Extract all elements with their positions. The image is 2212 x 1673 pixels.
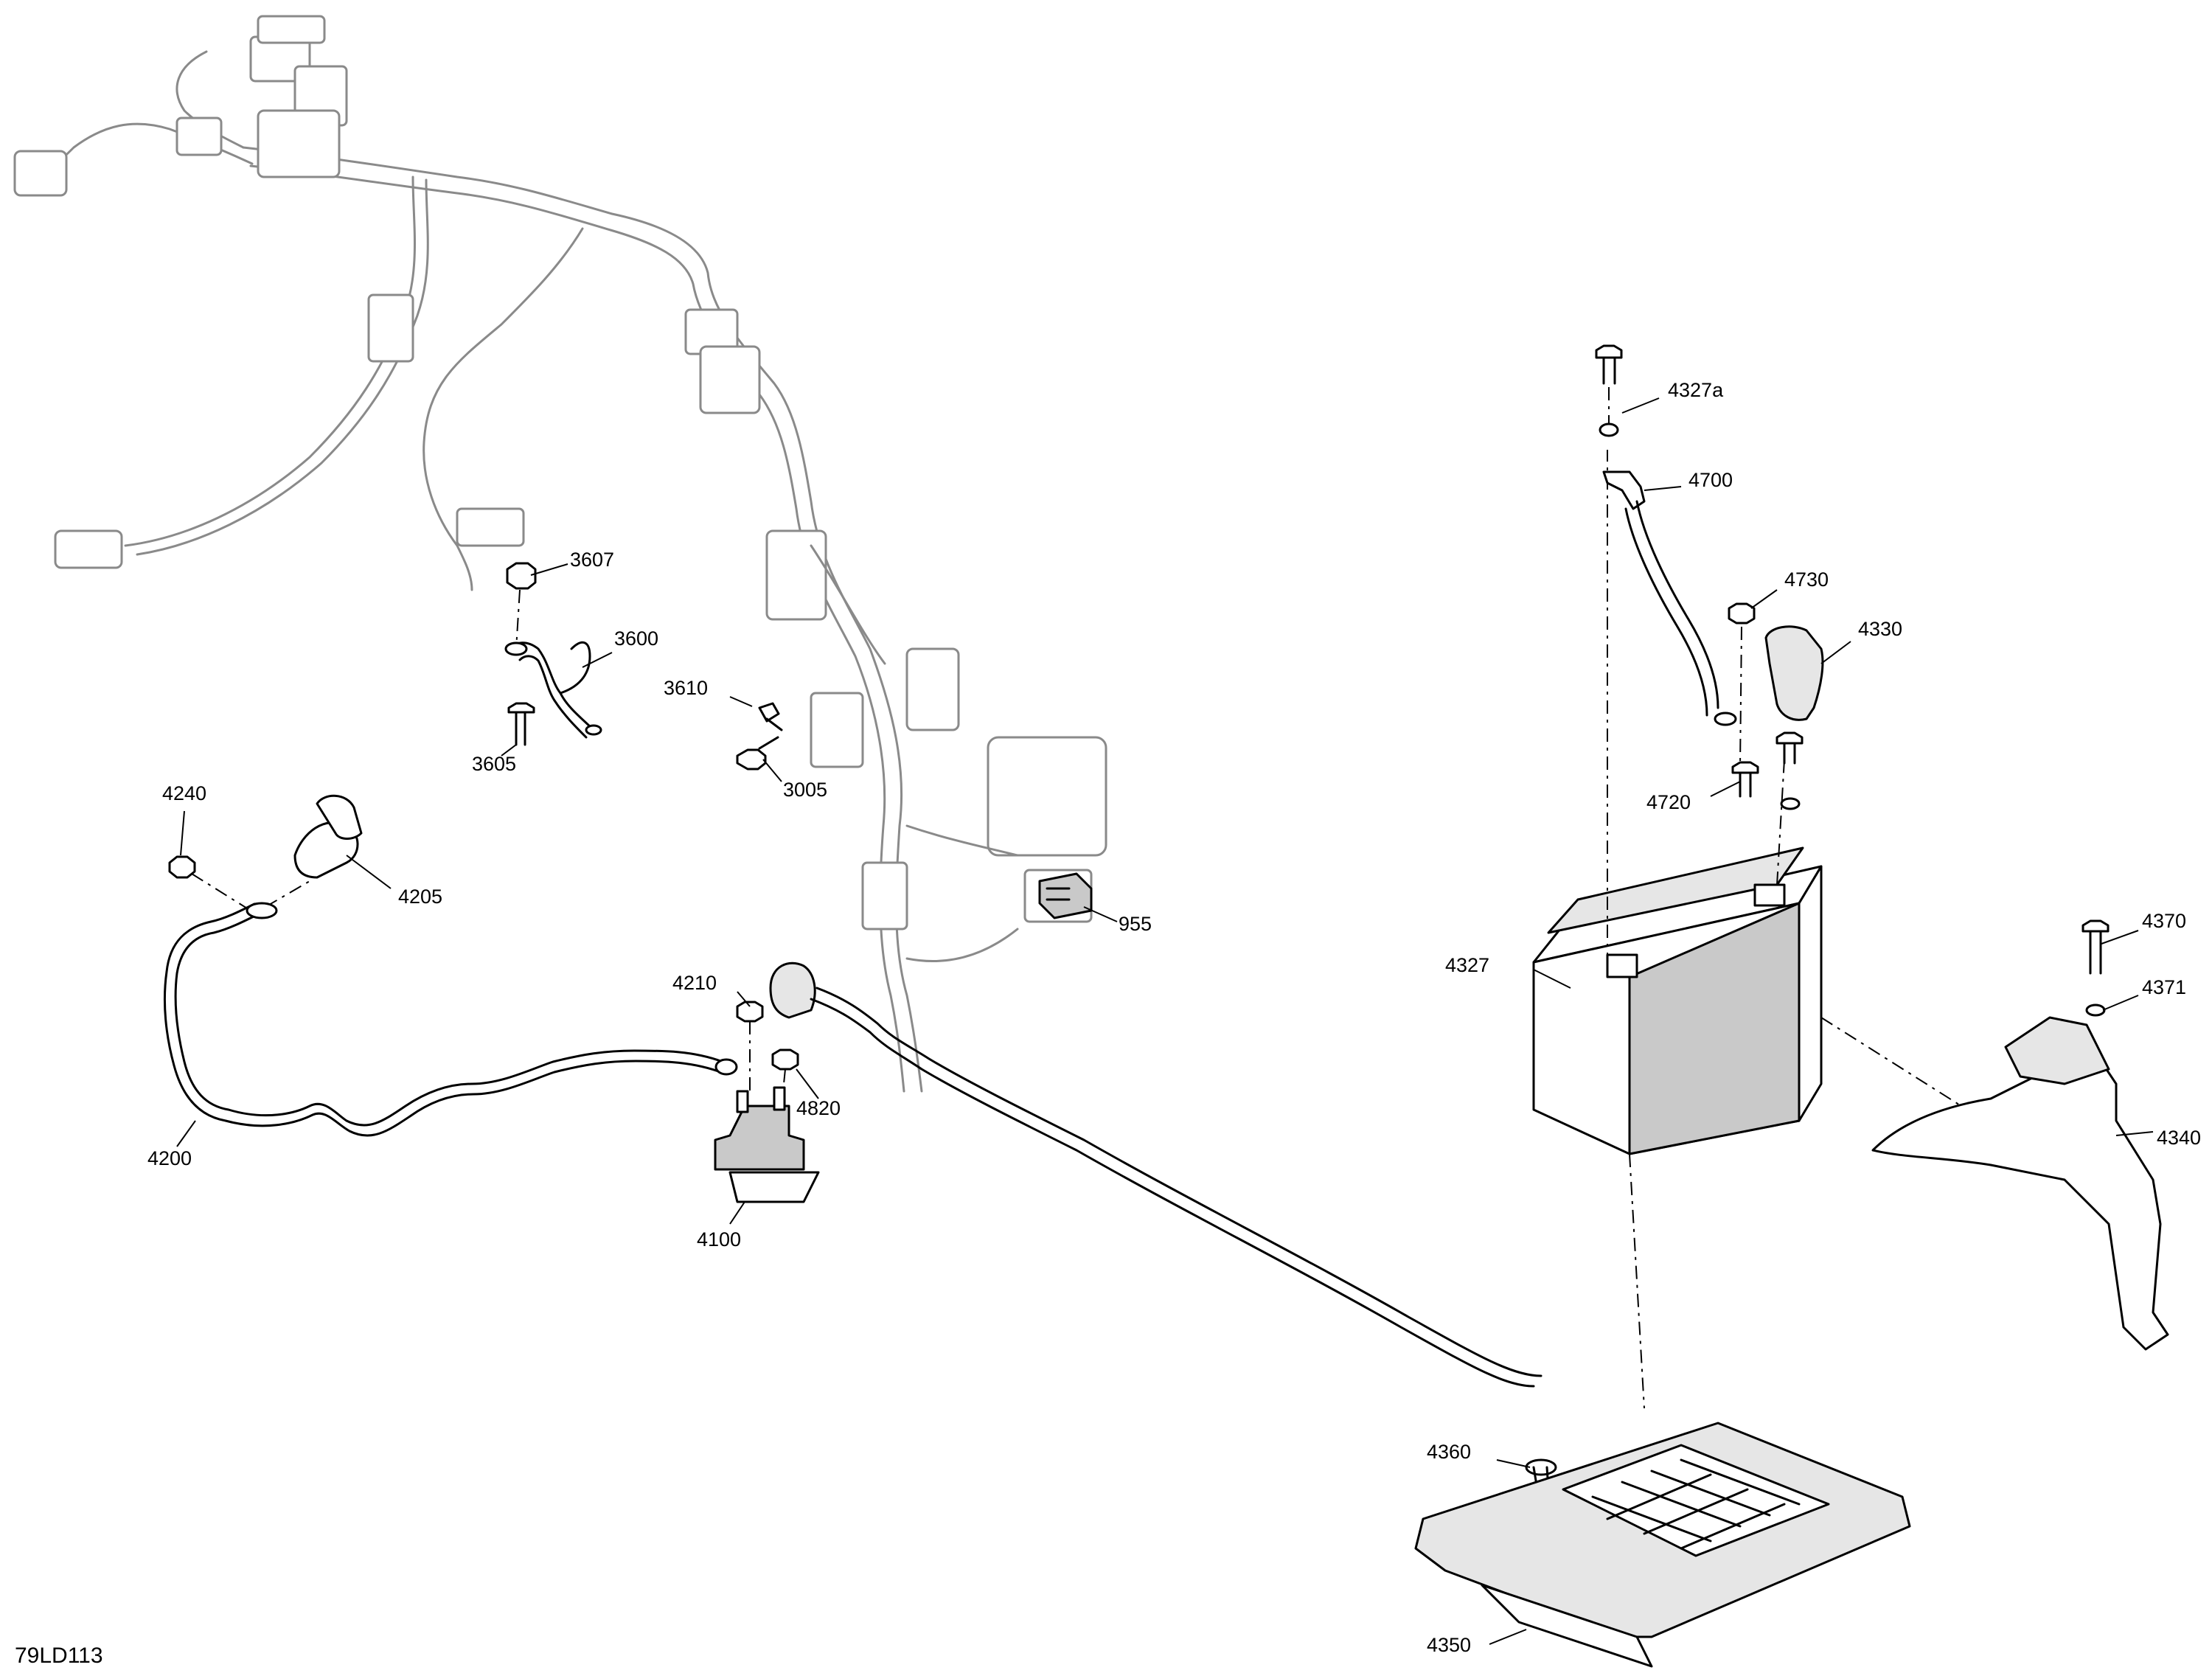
- cable-4700: [1602, 470, 1737, 726]
- callout-4700: 4700: [1688, 469, 1733, 491]
- connector-955: [1038, 872, 1093, 919]
- callout-4720: 4720: [1646, 791, 1691, 813]
- callout-3600: 3600: [614, 627, 658, 650]
- callout-4205: 4205: [398, 886, 442, 908]
- callout-3610: 3610: [664, 677, 708, 699]
- callout-3607: 3607: [570, 549, 614, 571]
- callout-3605: 3605: [472, 753, 516, 775]
- callout-955: 955: [1119, 913, 1152, 935]
- callout-4210: 4210: [672, 972, 717, 994]
- battery-4327: [1532, 450, 1823, 1409]
- screw-3610-3005: [736, 702, 783, 771]
- callout-4350: 4350: [1427, 1634, 1471, 1656]
- leader-lines: [176, 397, 2154, 1645]
- terminal-cover-4330: [1764, 625, 1824, 721]
- callout-3005: 3005: [783, 779, 827, 801]
- callout-4730: 4730: [1784, 568, 1829, 591]
- callout-4240: 4240: [162, 782, 206, 804]
- bracket-4340: [1820, 919, 2169, 1351]
- callout-4371: 4371: [2142, 976, 2186, 998]
- bolt-4327a: [1595, 344, 1623, 437]
- callout-4370: 4370: [2142, 910, 2186, 932]
- callout-4100: 4100: [697, 1228, 741, 1251]
- ground-strap-assembly-3600: [504, 562, 602, 746]
- callout-4200: 4200: [147, 1147, 192, 1169]
- nut-4730: [1728, 602, 1804, 810]
- callout-4327a: 4327a: [1668, 379, 1724, 401]
- callout-4820: 4820: [796, 1097, 841, 1119]
- callout-4340: 4340: [2157, 1127, 2201, 1149]
- cable-4200: [163, 794, 738, 1137]
- callout-4327: 4327: [1445, 954, 1489, 976]
- callout-4330: 4330: [1858, 618, 1902, 640]
- callout-labels: 3607 3600 3610 3605 3005 4240 4205 955 4…: [15, 379, 2201, 1668]
- figure-id: 79LD113: [15, 1644, 103, 1668]
- solenoid-4100: [714, 961, 1543, 1388]
- wiring-harness: [13, 15, 1107, 1093]
- battery-tray-4350: [1414, 1422, 1911, 1668]
- callout-4360: 4360: [1427, 1441, 1471, 1463]
